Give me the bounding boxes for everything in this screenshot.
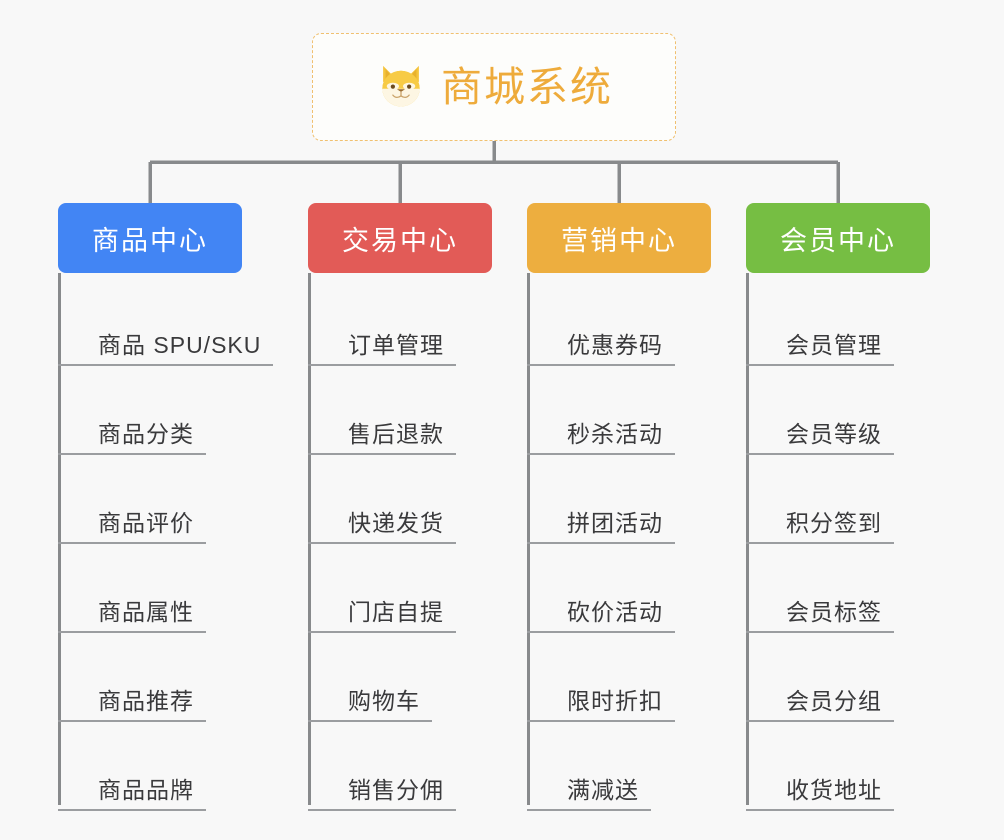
leaf-connector (746, 452, 786, 455)
leaf-connector (527, 363, 567, 366)
list-item[interactable]: 优惠券码 (527, 285, 711, 374)
branch-header-member-center[interactable]: 会员中心 (746, 203, 930, 273)
list-item[interactable]: 会员管理 (746, 285, 930, 374)
leaf-connector (746, 719, 786, 722)
branch-header-label: 营销中心 (561, 225, 677, 256)
list-item-label: 销售分佣 (348, 771, 456, 811)
list-item-label: 快递发货 (348, 504, 456, 544)
leaf-connector (746, 630, 786, 633)
leaf-connector (308, 452, 348, 455)
list-item-label: 会员分组 (786, 682, 894, 722)
list-item-label: 会员标签 (786, 593, 894, 633)
branch-product-center: 商品中心 商品 SPU/SKU 商品分类 商品评价 (58, 203, 274, 819)
leaf-connector (746, 541, 786, 544)
leaf-connector (58, 541, 98, 544)
list-item[interactable]: 商品推荐 (58, 641, 242, 730)
shiba-dog-face-icon (382, 65, 420, 107)
leaf-connector (527, 452, 567, 455)
leaf-connector (527, 808, 567, 811)
list-item-label: 门店自提 (348, 593, 456, 633)
branch-header-trade-center[interactable]: 交易中心 (308, 203, 492, 273)
list-item-label: 商品属性 (98, 593, 206, 633)
list-item[interactable]: 限时折扣 (527, 641, 711, 730)
leaf-connector (58, 452, 98, 455)
list-item[interactable]: 商品评价 (58, 463, 242, 552)
branch-header-label: 商品中心 (92, 225, 208, 256)
leaf-connector (527, 630, 567, 633)
list-item[interactable]: 商品品牌 (58, 730, 242, 819)
list-item[interactable]: 收货地址 (746, 730, 930, 819)
branch-header-label: 交易中心 (342, 225, 458, 256)
leaf-connector (746, 363, 786, 366)
list-item-label: 订单管理 (348, 326, 456, 366)
branch-body-marketing-center: 优惠券码 秒杀活动 拼团活动 砍价活动 (527, 273, 711, 819)
leaf-connector (527, 719, 567, 722)
list-item[interactable]: 秒杀活动 (527, 374, 711, 463)
list-item[interactable]: 商品分类 (58, 374, 242, 463)
branch-trade-center: 交易中心 订单管理 售后退款 快递发货 (308, 203, 492, 819)
branch-spine (527, 273, 530, 805)
list-item[interactable]: 商品 SPU/SKU (58, 285, 274, 374)
list-item-label: 优惠券码 (567, 326, 675, 366)
list-item[interactable]: 门店自提 (308, 552, 492, 641)
list-item-label: 会员管理 (786, 326, 894, 366)
list-item-label: 收货地址 (786, 771, 894, 811)
branch-body-trade-center: 订单管理 售后退款 快递发货 门店自提 (308, 273, 492, 819)
list-item-label: 商品评价 (98, 504, 206, 544)
leaf-connector (527, 541, 567, 544)
leaf-connector (58, 630, 98, 633)
list-item-label: 秒杀活动 (567, 415, 675, 455)
list-item[interactable]: 商品属性 (58, 552, 242, 641)
list-item-label: 满减送 (567, 771, 651, 811)
list-item[interactable]: 订单管理 (308, 285, 492, 374)
list-item-label: 商品品牌 (98, 771, 206, 811)
list-item-label: 砍价活动 (567, 593, 675, 633)
list-item-label: 限时折扣 (567, 682, 675, 722)
list-item-label: 会员等级 (786, 415, 894, 455)
leaf-connector (308, 541, 348, 544)
list-item-label: 拼团活动 (567, 504, 675, 544)
branch-spine (308, 273, 311, 805)
leaf-connector (58, 808, 98, 811)
branch-body-member-center: 会员管理 会员等级 积分签到 会员标签 (746, 273, 930, 819)
list-item[interactable]: 会员标签 (746, 552, 930, 641)
list-item[interactable]: 拼团活动 (527, 463, 711, 552)
leaf-connector (308, 719, 348, 722)
branch-body-product-center: 商品 SPU/SKU 商品分类 商品评价 商品属性 (58, 273, 274, 819)
leaf-connector (308, 363, 348, 366)
list-item[interactable]: 快递发货 (308, 463, 492, 552)
root-title: 商城系统 (441, 63, 613, 110)
branch-header-product-center[interactable]: 商品中心 (58, 203, 242, 273)
list-item-label: 商品推荐 (98, 682, 206, 722)
list-item[interactable]: 售后退款 (308, 374, 492, 463)
list-item-label: 商品分类 (98, 415, 206, 455)
leaf-connector (58, 719, 98, 722)
list-item[interactable]: 砍价活动 (527, 552, 711, 641)
list-item[interactable]: 销售分佣 (308, 730, 492, 819)
leaf-connector (308, 630, 348, 633)
list-item[interactable]: 积分签到 (746, 463, 930, 552)
branch-spine (746, 273, 749, 805)
list-item[interactable]: 购物车 (308, 641, 492, 730)
list-item-label: 售后退款 (348, 415, 456, 455)
branch-member-center: 会员中心 会员管理 会员等级 积分签到 (746, 203, 930, 819)
branch-header-marketing-center[interactable]: 营销中心 (527, 203, 711, 273)
list-item[interactable]: 满减送 (527, 730, 711, 819)
leaf-connector (58, 363, 98, 366)
list-item-label: 购物车 (348, 682, 432, 722)
root-node[interactable]: 商城系统 (312, 33, 676, 141)
list-item-label: 积分签到 (786, 504, 894, 544)
leaf-connector (746, 808, 786, 811)
list-item[interactable]: 会员分组 (746, 641, 930, 730)
list-item[interactable]: 会员等级 (746, 374, 930, 463)
list-item-label: 商品 SPU/SKU (98, 326, 274, 366)
branch-header-label: 会员中心 (780, 225, 896, 256)
leaf-connector (308, 808, 348, 811)
branch-spine (58, 273, 61, 805)
branch-marketing-center: 营销中心 优惠券码 秒杀活动 拼团活动 (527, 203, 711, 819)
